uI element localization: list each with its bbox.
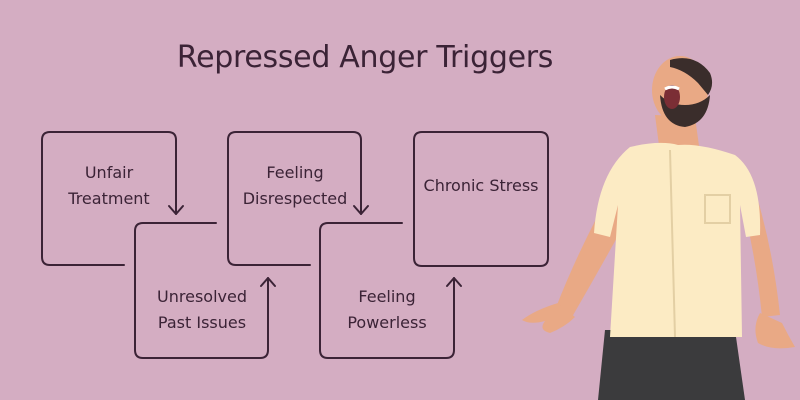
right-hand [755,313,795,349]
box-feeling-powerless [319,222,455,359]
arrow-up-1 [260,277,276,287]
left-hand [522,303,575,333]
shirt-pocket [704,194,731,224]
pants [598,330,745,400]
step-label: Chronic Stress [423,176,539,195]
shirt-placket [669,149,676,338]
arrow-up-2 [446,277,462,287]
shirt [594,142,761,337]
teeth [664,85,680,91]
step-unfair-treatment: Unfair Treatment [52,160,166,212]
arrow-down-2 [353,205,369,215]
step-label: Unresolved Past Issues [157,287,247,332]
step-label: Feeling Powerless [347,287,427,332]
box-chronic-stress [413,131,549,267]
screaming-man-illustration [522,56,795,400]
step-feeling-disrespected: Feeling Disrespected [232,160,358,212]
box-unfair-treatment [41,131,177,266]
diagram-title: Repressed Anger Triggers [176,40,554,75]
hair [670,58,713,95]
step-chronic-stress: Chronic Stress [416,173,546,199]
step-label: Feeling Disrespected [242,163,348,208]
step-unresolved-past-issues: Unresolved Past Issues [142,284,262,336]
mouth [664,85,680,109]
box-unresolved-past-issues [134,222,269,359]
step-feeling-powerless: Feeling Powerless [326,284,448,336]
step-label: Unfair Treatment [68,163,150,208]
box-feeling-disrespected [227,131,362,266]
arrow-down-1 [168,205,184,215]
